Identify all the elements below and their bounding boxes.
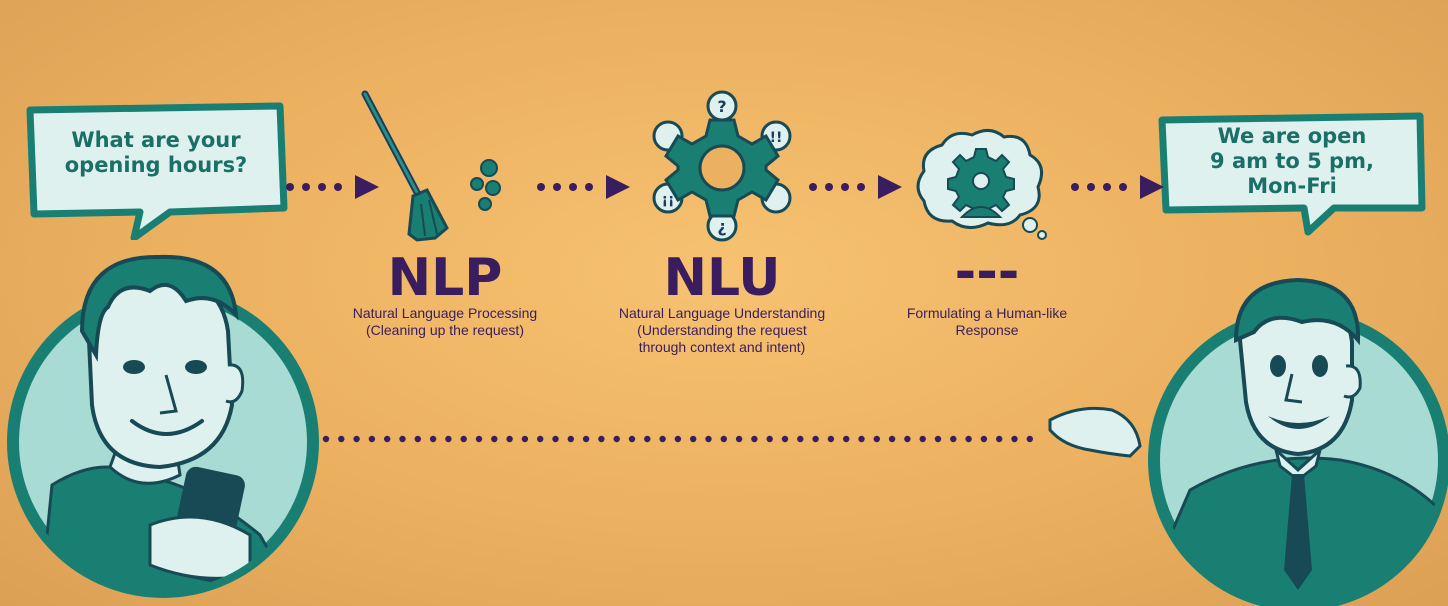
connector-dot xyxy=(751,435,758,443)
connector-dot xyxy=(888,435,896,443)
bot-person-avatar xyxy=(1048,277,1448,606)
connector-dot xyxy=(582,435,590,443)
svg-text:¡¡: ¡¡ xyxy=(662,192,675,208)
connector-dot xyxy=(919,435,926,443)
connector-dot xyxy=(766,435,773,443)
thought-gear-icon xyxy=(916,129,1047,240)
connector-dot xyxy=(429,435,437,443)
connector-dot xyxy=(965,435,972,443)
step-desc-response-line2: Response xyxy=(955,322,1019,338)
connector-dot xyxy=(445,435,452,443)
svg-text:!!: !! xyxy=(770,130,783,146)
step-desc-nlu-line1: Natural Language Understanding xyxy=(618,305,826,321)
step-desc-nlp-line2: (Cleaning up the request) xyxy=(366,322,524,338)
arrow-right-icon xyxy=(1071,175,1164,199)
step-title-response: --- xyxy=(954,242,1020,302)
connector-dot xyxy=(674,435,682,443)
connector-dot xyxy=(368,435,376,443)
connector-dot xyxy=(996,435,1003,443)
connector-dot xyxy=(598,435,605,443)
connector-dot xyxy=(873,435,880,443)
connector-dot xyxy=(904,435,911,443)
dotted-connector-line xyxy=(322,435,1033,443)
connector-dot xyxy=(384,435,391,443)
connector-dot xyxy=(781,435,789,443)
connector-dot xyxy=(322,435,330,443)
connector-dot xyxy=(705,435,712,443)
connector-dot xyxy=(628,435,636,443)
connector-dot xyxy=(827,435,835,443)
svg-text:¿: ¿ xyxy=(717,217,726,236)
user-speech-bubble: What are your opening hours? xyxy=(22,100,290,240)
connector-dot xyxy=(812,435,819,443)
connector-dot xyxy=(460,435,467,443)
arrow-right-icon xyxy=(809,175,902,199)
connector-dot xyxy=(521,435,529,443)
connector-dot xyxy=(843,435,850,443)
broom-icon xyxy=(361,90,501,242)
connector-dot xyxy=(720,435,727,443)
step-desc-nlu-line3: through context and intent) xyxy=(638,339,806,355)
connector-dot xyxy=(399,435,406,443)
connector-dot xyxy=(659,435,666,443)
gear-icon: ? !! ¿ ¡¡ xyxy=(652,90,792,242)
connector-dot xyxy=(567,435,574,443)
connector-dot xyxy=(353,435,360,443)
connector-dot xyxy=(858,435,865,443)
svg-text:?: ? xyxy=(717,97,726,116)
connector-dot xyxy=(414,435,421,443)
connector-dot xyxy=(1011,435,1018,443)
step-title-nlu: NLU xyxy=(663,248,781,308)
connector-dot xyxy=(491,435,498,443)
connector-dot xyxy=(950,435,957,443)
arrow-right-icon xyxy=(537,175,630,199)
connector-dot xyxy=(1026,435,1033,443)
connector-dot xyxy=(537,435,544,443)
connector-dot xyxy=(644,435,651,443)
user-person-avatar xyxy=(7,254,319,598)
bot-bubble-line3: Mon-Fri xyxy=(1247,174,1337,198)
step-title-nlp: NLP xyxy=(387,248,503,308)
bot-bubble-line1: We are open xyxy=(1217,124,1367,148)
connector-dot xyxy=(475,435,483,443)
connector-dot xyxy=(690,435,697,443)
bot-speech-bubble: We are open 9 am to 5 pm, Mon-Fri xyxy=(1156,112,1428,237)
connector-dot xyxy=(552,435,559,443)
step-desc-response-line1: Formulating a Human-like xyxy=(906,305,1068,321)
user-bubble-line1: What are your xyxy=(71,128,241,152)
connector-dot xyxy=(506,435,513,443)
connector-dot xyxy=(735,435,743,443)
connector-dot xyxy=(338,435,345,443)
connector-dot xyxy=(980,435,988,443)
connector-dot xyxy=(797,435,804,443)
arrow-right-icon xyxy=(286,175,379,199)
connector-dot xyxy=(613,435,620,443)
bot-bubble-line2: 9 am to 5 pm, xyxy=(1210,149,1374,173)
step-desc-nlp-line1: Natural Language Processing xyxy=(352,305,538,321)
step-desc-nlu-line2: (Understanding the request xyxy=(637,322,807,338)
connector-dot xyxy=(934,435,942,443)
user-bubble-line2: opening hours? xyxy=(64,153,248,177)
